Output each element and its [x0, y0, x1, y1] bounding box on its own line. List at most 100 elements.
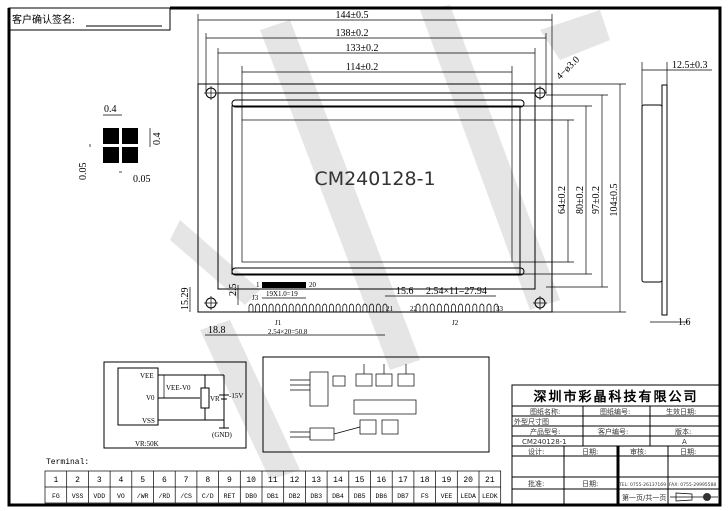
- pin: [493, 303, 499, 312]
- block-diagram: [262, 356, 490, 453]
- terminal-pin-name: VDD: [93, 493, 105, 500]
- pin: [268, 303, 274, 312]
- model-label: CM240128-1: [314, 168, 435, 190]
- dim-j2-gap: 15.6: [396, 286, 414, 297]
- pin: [375, 303, 381, 312]
- connector-j1: [248, 303, 388, 312]
- contrast-circuit: [103, 361, 247, 449]
- pin: [444, 303, 449, 312]
- j2-pin-start: 22: [410, 305, 418, 313]
- terminal-label: Terminal:: [46, 458, 89, 467]
- terminal-pin-name: DB6: [375, 493, 387, 500]
- terminal-pin-name: DB2: [289, 493, 301, 500]
- terminal-pin-number: 5: [140, 476, 145, 485]
- design-date-label: 日期:: [582, 448, 598, 456]
- terminal-pin-name: FG: [52, 493, 60, 500]
- dim-width-total: 144±0.5: [336, 10, 369, 21]
- pin: [436, 303, 442, 312]
- j1-pin-end: 21: [386, 305, 394, 313]
- pin: [486, 303, 492, 312]
- terminal-pin-name: FS: [421, 493, 429, 500]
- connector-j3: [262, 282, 306, 299]
- dim-height-display: 64±0.2: [557, 186, 568, 214]
- dim-height-view: 80±0.2: [575, 186, 586, 214]
- terminal-table: 1FG2VSS3VDD4VO5/WR6/RD7/CS8C/D9RET10DB01…: [44, 470, 502, 504]
- dim-height-total: 104±0.5: [609, 184, 620, 217]
- pin: [322, 303, 328, 312]
- connector-j2: [415, 303, 499, 312]
- dim-thickness: 12.5±0.3: [672, 60, 708, 71]
- mount-hole-icon: [533, 296, 547, 310]
- dim-pad-h: 0.4: [152, 133, 163, 146]
- dim-pad-gap-h: 0.05: [133, 174, 151, 185]
- pin: [362, 303, 368, 312]
- terminal-pin-number: 9: [227, 476, 232, 485]
- dim-pad-w: 0.4: [104, 104, 117, 115]
- fax-text: FAX: 0755-29995588: [669, 482, 716, 488]
- pin: [262, 303, 267, 312]
- dim-pin-offset-h: 18.8: [208, 325, 226, 336]
- terminal-pin-name: DB7: [397, 493, 409, 500]
- pin: [282, 303, 287, 312]
- terminal-pin-name: VSS: [72, 493, 84, 500]
- drawing-no-label: 图纸编号:: [600, 407, 630, 416]
- approve-date-label: 日期:: [582, 480, 598, 488]
- terminal-pin-name: VEE: [441, 493, 453, 500]
- pin: [451, 303, 456, 312]
- pin: [308, 303, 314, 312]
- drawing-name-label: 图纸名称:: [530, 407, 560, 416]
- version-label: 版本:: [675, 427, 691, 436]
- dim-j1-pitch: 2.54×20=50.8: [268, 328, 308, 336]
- dim-height-holes: 97±0.2: [591, 186, 602, 214]
- pin: [349, 303, 354, 312]
- pin: [295, 303, 301, 312]
- page-text: 第一页/共一页: [622, 493, 666, 502]
- terminal-pin-number: 7: [184, 476, 189, 485]
- top-dimensions: [197, 14, 553, 120]
- title-block: [511, 384, 721, 506]
- review-date-label: 日期:: [680, 448, 696, 456]
- right-dimensions: [512, 83, 626, 313]
- terminal-pin-number: 2: [75, 476, 80, 485]
- tel-text: TEL: 0755-26137169: [618, 482, 666, 488]
- pin: [302, 303, 307, 312]
- pin: [342, 303, 348, 312]
- pin: [335, 303, 341, 312]
- mount-hole-icon: [204, 296, 218, 310]
- pin: [369, 303, 374, 312]
- terminal-pin-number: 13: [311, 476, 321, 485]
- terminal-pin-number: 1: [53, 476, 58, 485]
- customer-sign-label: 客户确认签名:: [12, 13, 75, 26]
- dim-width-bezel: 133±0.2: [346, 43, 379, 54]
- company-name: 深圳市彩晶科技有限公司: [533, 389, 698, 405]
- terminal-pin-number: 10: [246, 476, 256, 485]
- terminal-pin-name: LEDA: [460, 493, 476, 500]
- terminal-pin-number: 8: [205, 476, 210, 485]
- module-outline: [197, 83, 553, 313]
- pin: [458, 303, 463, 312]
- review-label: 审核:: [630, 447, 646, 456]
- pin: [429, 303, 435, 312]
- dim-pcb-thickness: 1.6: [678, 317, 691, 328]
- j1-label: J1: [275, 319, 282, 327]
- j3-pin-end: 20: [309, 281, 317, 289]
- terminal-pin-name: C/D: [202, 493, 214, 500]
- dim-pad-gap-v: 0.05: [78, 163, 89, 181]
- terminal-pin-number: 14: [333, 476, 343, 485]
- j2-pin-end: 33: [496, 305, 504, 313]
- circuit-vr-label: VR: [210, 395, 220, 403]
- terminal-pin-number: 12: [290, 476, 300, 485]
- dim-pin-offset-v: 15.29: [180, 288, 191, 311]
- terminal-pin-name: /RD: [158, 493, 170, 500]
- terminal-pin-number: 11: [268, 476, 278, 485]
- side-view: [641, 62, 712, 323]
- terminal-pin-number: 4: [119, 476, 124, 485]
- pin: [248, 303, 254, 312]
- pin: [288, 303, 294, 312]
- pin: [329, 303, 334, 312]
- dim-j3-pitch: 19X1.0=19: [266, 290, 298, 298]
- pin: [382, 303, 388, 312]
- terminal-pin-number: 6: [162, 476, 167, 485]
- j3-label: J3: [252, 294, 259, 302]
